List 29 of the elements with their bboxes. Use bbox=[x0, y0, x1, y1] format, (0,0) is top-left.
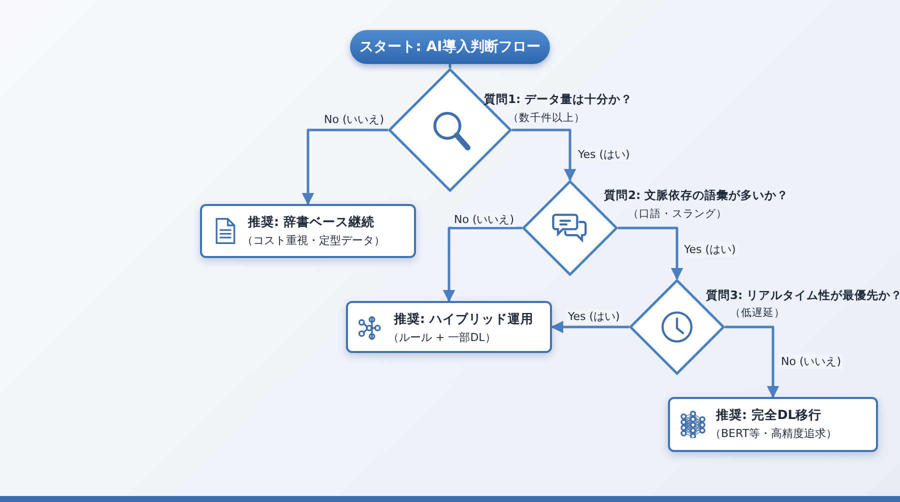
arrow bbox=[618, 226, 684, 280]
recommendation-title: 推奨: ハイブリッド運用 bbox=[394, 311, 534, 328]
recommendation-note: （ルール + 一部DL） bbox=[388, 330, 496, 345]
question-note: （低遅延） bbox=[730, 306, 785, 320]
arrow bbox=[550, 320, 629, 334]
recommendation-box bbox=[200, 204, 416, 258]
question-heading: 質問3: リアルタイム性が最優先か？ bbox=[706, 288, 900, 303]
recommendation-title: 推奨: 完全DL移行 bbox=[716, 407, 822, 424]
recommendation-note: （BERT等・高精度追求） bbox=[710, 426, 838, 441]
question-note: （数千件以上） bbox=[508, 111, 585, 125]
edge-label: No (いいえ) bbox=[322, 112, 386, 127]
arrow bbox=[725, 326, 780, 398]
question-heading: 質問1: データ量は十分か？ bbox=[484, 92, 633, 107]
arrow bbox=[302, 128, 388, 206]
edge-label: Yes (はい) bbox=[576, 147, 632, 162]
recommendation-note: （コスト重視・定型データ） bbox=[242, 233, 385, 248]
recommendation-box bbox=[668, 397, 878, 452]
arrow bbox=[512, 128, 576, 182]
start-terminal: スタート: AI導入判断フロー bbox=[350, 30, 550, 64]
connector-line bbox=[448, 64, 452, 68]
recommendation-box bbox=[346, 301, 552, 353]
question-heading: 質問2: 文脈依存の語彙が多いか？ bbox=[604, 188, 789, 203]
edge-label: Yes (はい) bbox=[566, 309, 622, 324]
arrow bbox=[442, 226, 522, 302]
question-note: （口語・スラング） bbox=[628, 207, 727, 221]
edge-label: No (いいえ) bbox=[779, 354, 844, 369]
edge-label: No (いいえ) bbox=[452, 212, 516, 227]
recommendation-title: 推奨: 辞書ベース継続 bbox=[248, 214, 374, 231]
edge-label: Yes (はい) bbox=[682, 242, 738, 257]
